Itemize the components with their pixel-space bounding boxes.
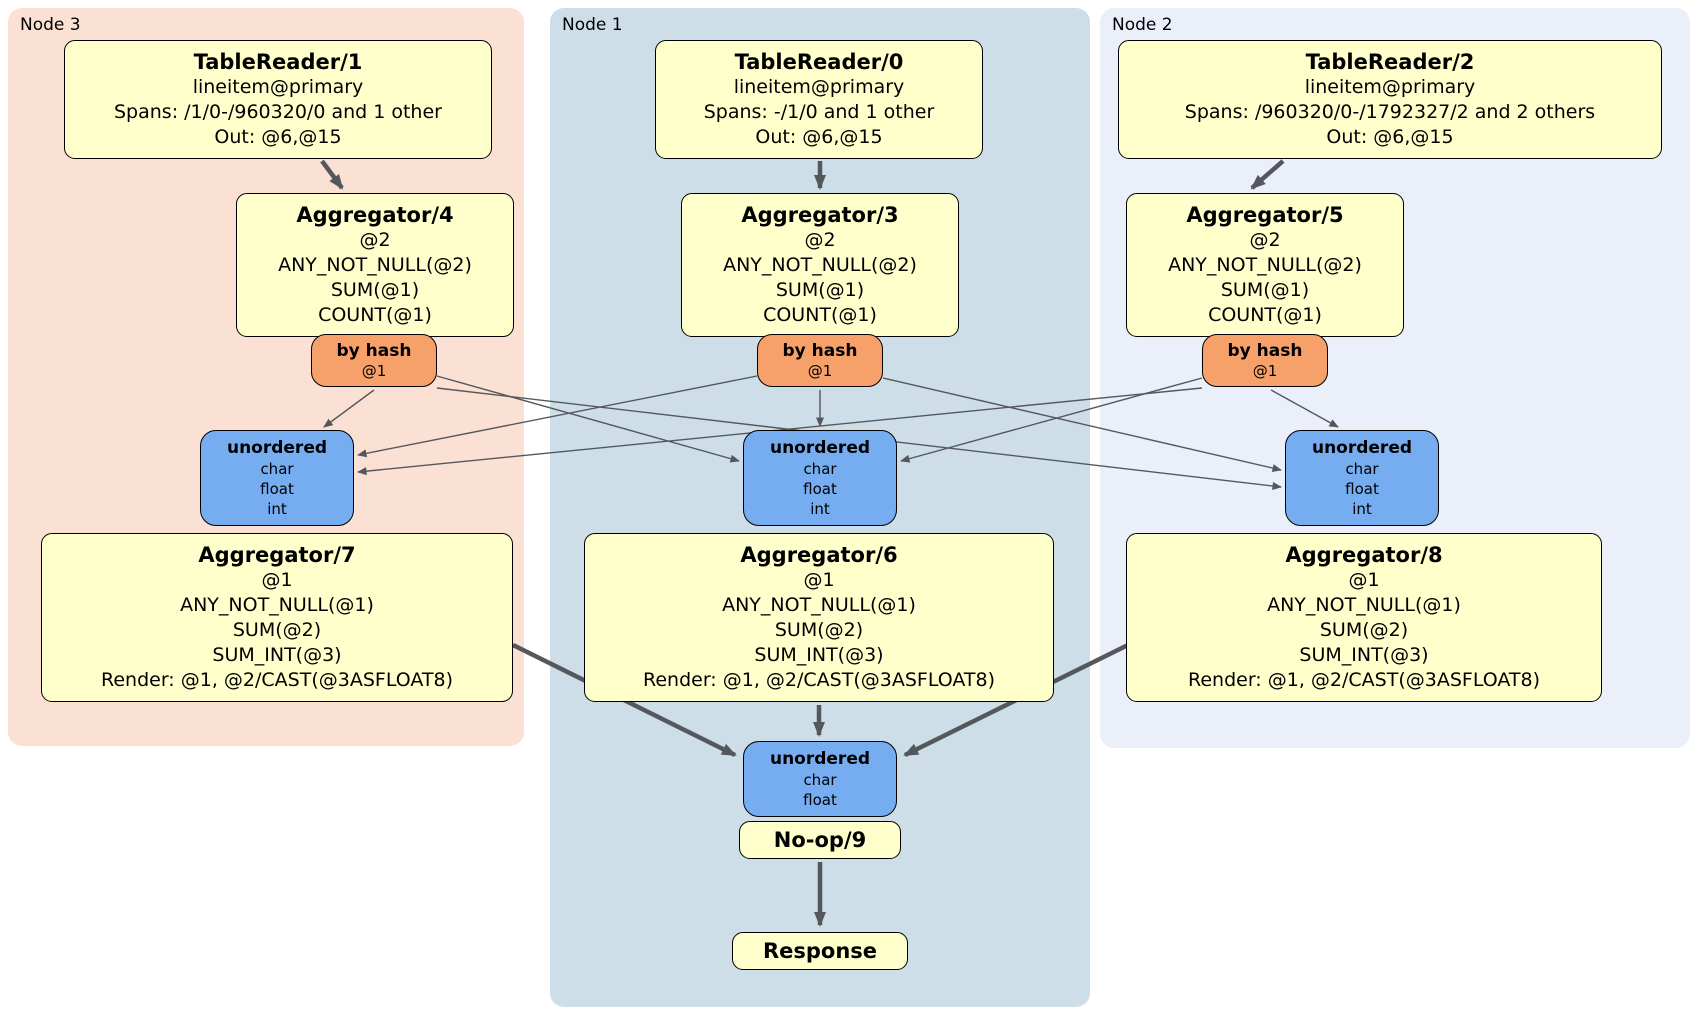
router-title: by hash bbox=[1227, 341, 1303, 361]
sync-title: unordered bbox=[1311, 438, 1413, 458]
processor-out: Out: @6,@15 bbox=[1326, 126, 1454, 148]
processor-agg-fn: SUM(@2) bbox=[232, 619, 322, 641]
processor-spans: Spans: /960320/0-/1792327/2 and 2 others bbox=[1184, 101, 1596, 123]
processor-agg-fn: SUM_INT(@3) bbox=[212, 644, 342, 666]
processor-title: Aggregator/3 bbox=[741, 203, 899, 227]
edge-tablereader1-aggregator4 bbox=[320, 159, 344, 190]
sync-type: int bbox=[1352, 500, 1372, 518]
processor-agg-fn: COUNT(@1) bbox=[763, 304, 877, 326]
processor-out: Out: @6,@15 bbox=[214, 126, 342, 148]
processor-title: Aggregator/5 bbox=[1186, 203, 1344, 227]
region-node3-label: Node 3 bbox=[20, 15, 81, 35]
processor-agg-fn: SUM(@1) bbox=[775, 279, 865, 301]
processor-agg-fn: SUM(@2) bbox=[774, 619, 864, 641]
processor-spans: Spans: /1/0-/960320/0 and 1 other bbox=[114, 101, 442, 123]
processor-agg-fn: ANY_NOT_NULL(@2) bbox=[278, 254, 472, 276]
edge-byhash3-unordered3 bbox=[323, 389, 375, 428]
processor-tablereader-1: TableReader/1 lineitem@primary Spans: /1… bbox=[64, 40, 492, 159]
processor-title: Response bbox=[762, 939, 878, 963]
processor-agg-fn: ANY_NOT_NULL(@2) bbox=[1168, 254, 1362, 276]
processor-aggregator-7: Aggregator/7 @1 ANY_NOT_NULL(@1) SUM(@2)… bbox=[41, 533, 513, 702]
processor-groupcols: @1 bbox=[803, 569, 835, 591]
processor-aggregator-5: Aggregator/5 @2 ANY_NOT_NULL(@2) SUM(@1)… bbox=[1126, 193, 1404, 337]
processor-agg-fn: COUNT(@1) bbox=[1208, 304, 1322, 326]
router-by-hash-node2: by hash @1 bbox=[1202, 334, 1328, 387]
processor-groupcols: @2 bbox=[1249, 229, 1281, 251]
edge-byhash2-unordered1 bbox=[900, 377, 1203, 463]
processor-agg-fn: COUNT(@1) bbox=[318, 304, 432, 326]
processor-title: TableReader/2 bbox=[1305, 50, 1475, 74]
edge-tablereader2-aggregator5 bbox=[1250, 159, 1285, 190]
sync-title: unordered bbox=[226, 438, 328, 458]
processor-spans: Spans: -/1/0 and 1 other bbox=[703, 101, 935, 123]
processor-groupcols: @1 bbox=[1348, 569, 1380, 591]
processor-render: Render: @1, @2/CAST(@3ASFLOAT8) bbox=[101, 669, 453, 691]
processor-index: lineitem@primary bbox=[1304, 76, 1476, 98]
processor-title: No-op/9 bbox=[773, 828, 867, 852]
processor-title: TableReader/0 bbox=[734, 50, 904, 74]
sync-type: char bbox=[260, 460, 294, 478]
router-by-hash-node1: by hash @1 bbox=[757, 334, 883, 387]
processor-agg-fn: ANY_NOT_NULL(@1) bbox=[722, 594, 916, 616]
sync-type: int bbox=[810, 500, 830, 518]
processor-index: lineitem@primary bbox=[192, 76, 364, 98]
router-columns: @1 bbox=[361, 362, 387, 380]
region-node1-label: Node 1 bbox=[562, 15, 623, 35]
processor-groupcols: @2 bbox=[359, 229, 391, 251]
sync-title: unordered bbox=[769, 749, 871, 769]
processor-render: Render: @1, @2/CAST(@3ASFLOAT8) bbox=[643, 669, 995, 691]
sync-unordered-final: unordered char float bbox=[743, 741, 897, 817]
processor-agg-fn: ANY_NOT_NULL(@1) bbox=[180, 594, 374, 616]
sync-type: float bbox=[260, 480, 294, 498]
sync-type: float bbox=[803, 791, 837, 809]
processor-aggregator-8: Aggregator/8 @1 ANY_NOT_NULL(@1) SUM(@2)… bbox=[1126, 533, 1602, 702]
processor-agg-fn: SUM_INT(@3) bbox=[754, 644, 884, 666]
sync-unordered-node1: unordered char float int bbox=[743, 430, 897, 526]
region-node2-label: Node 2 bbox=[1112, 15, 1173, 35]
sync-type: char bbox=[1345, 460, 1379, 478]
edge-byhash2-unordered2 bbox=[1270, 389, 1339, 428]
sync-unordered-node3: unordered char float int bbox=[200, 430, 354, 526]
processor-tablereader-0: TableReader/0 lineitem@primary Spans: -/… bbox=[655, 40, 983, 159]
processor-aggregator-4: Aggregator/4 @2 ANY_NOT_NULL(@2) SUM(@1)… bbox=[236, 193, 514, 337]
processor-groupcols: @1 bbox=[261, 569, 293, 591]
processor-index: lineitem@primary bbox=[733, 76, 905, 98]
router-title: by hash bbox=[782, 341, 858, 361]
router-title: by hash bbox=[336, 341, 412, 361]
edge-byhash3-unordered1 bbox=[436, 375, 740, 463]
sync-type: float bbox=[803, 480, 837, 498]
processor-agg-fn: SUM(@1) bbox=[1220, 279, 1310, 301]
processor-noop-9: No-op/9 bbox=[739, 821, 901, 859]
processor-agg-fn: SUM(@2) bbox=[1319, 619, 1409, 641]
edge-byhash1-unordered2 bbox=[882, 377, 1282, 472]
sync-type: float bbox=[1345, 480, 1379, 498]
processor-agg-fn: ANY_NOT_NULL(@1) bbox=[1267, 594, 1461, 616]
sync-type: int bbox=[267, 500, 287, 518]
processor-title: Aggregator/6 bbox=[740, 543, 898, 567]
processor-response: Response bbox=[732, 932, 908, 970]
sync-unordered-node2: unordered char float int bbox=[1285, 430, 1439, 526]
processor-out: Out: @6,@15 bbox=[755, 126, 883, 148]
processor-agg-fn: ANY_NOT_NULL(@2) bbox=[723, 254, 917, 276]
processor-groupcols: @2 bbox=[804, 229, 836, 251]
router-by-hash-node3: by hash @1 bbox=[311, 334, 437, 387]
processor-title: Aggregator/7 bbox=[198, 543, 356, 567]
processor-title: TableReader/1 bbox=[193, 50, 363, 74]
processor-title: Aggregator/4 bbox=[296, 203, 454, 227]
processor-title: Aggregator/8 bbox=[1285, 543, 1443, 567]
processor-agg-fn: SUM_INT(@3) bbox=[1299, 644, 1429, 666]
router-columns: @1 bbox=[807, 362, 833, 380]
sync-type: char bbox=[803, 460, 837, 478]
processor-aggregator-3: Aggregator/3 @2 ANY_NOT_NULL(@2) SUM(@1)… bbox=[681, 193, 959, 337]
processor-tablereader-2: TableReader/2 lineitem@primary Spans: /9… bbox=[1118, 40, 1662, 159]
edge-byhash1-unordered3 bbox=[357, 375, 758, 458]
router-columns: @1 bbox=[1252, 362, 1278, 380]
sync-title: unordered bbox=[769, 438, 871, 458]
processor-render: Render: @1, @2/CAST(@3ASFLOAT8) bbox=[1188, 669, 1540, 691]
sync-type: char bbox=[803, 771, 837, 789]
processor-aggregator-6: Aggregator/6 @1 ANY_NOT_NULL(@1) SUM(@2)… bbox=[584, 533, 1054, 702]
processor-agg-fn: SUM(@1) bbox=[330, 279, 420, 301]
